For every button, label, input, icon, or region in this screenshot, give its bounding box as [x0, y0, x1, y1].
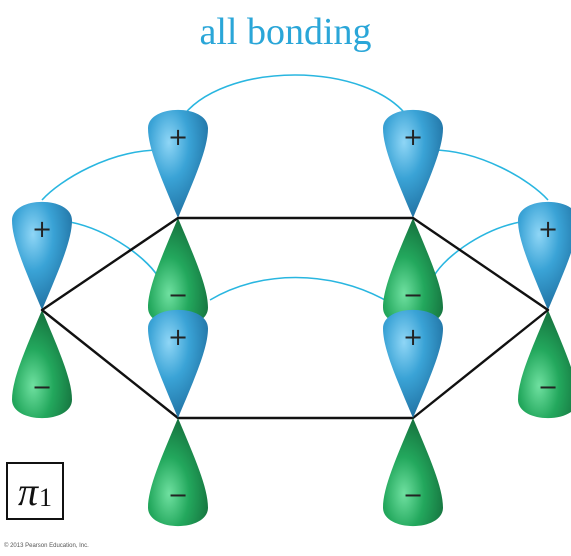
negative-lobe: [12, 310, 72, 419]
overlap-line: [431, 149, 549, 201]
negative-lobe: [148, 418, 208, 527]
copyright-notice: © 2013 Pearson Education, Inc.: [4, 543, 89, 549]
overlap-line: [41, 149, 161, 201]
minus-sign: −: [168, 281, 188, 309]
negative-lobe: [383, 218, 443, 327]
minus-sign: −: [403, 281, 423, 309]
minus-sign: −: [538, 373, 558, 401]
back-orbital-lobes: + − + − + − + −: [12, 109, 571, 419]
benzene-ring: [40, 216, 550, 420]
minus-sign: −: [32, 373, 52, 401]
front-orbital-lobes: + − + −: [148, 309, 443, 527]
plus-sign: +: [403, 323, 423, 351]
plus-sign: +: [168, 323, 188, 351]
overlap-line: [69, 221, 161, 281]
negative-lobe: [148, 218, 208, 327]
orbital-subscript: 1: [39, 483, 53, 512]
positive-lobe: [148, 309, 208, 418]
plus-sign: +: [168, 123, 188, 151]
negative-lobe: [383, 418, 443, 527]
ring-bonds: [40, 216, 550, 420]
plus-sign: +: [538, 215, 558, 243]
overlap-line: [179, 74, 411, 121]
overlap-line: [209, 276, 386, 301]
positive-lobe: [383, 309, 443, 418]
minus-sign: −: [168, 481, 188, 509]
bonding-overlap-lines: [41, 74, 549, 301]
positive-lobe: [12, 201, 72, 310]
negative-lobe: [518, 310, 571, 418]
positive-lobe: [518, 202, 571, 310]
positive-lobe: [148, 109, 208, 218]
minus-sign: −: [403, 481, 423, 509]
orbital-symbol: π: [17, 468, 39, 514]
diagram-title: all bonding: [199, 11, 372, 53]
overlap-line: [431, 221, 521, 281]
plus-sign: +: [32, 215, 52, 243]
positive-lobe: [383, 109, 443, 218]
plus-sign: +: [403, 123, 423, 151]
